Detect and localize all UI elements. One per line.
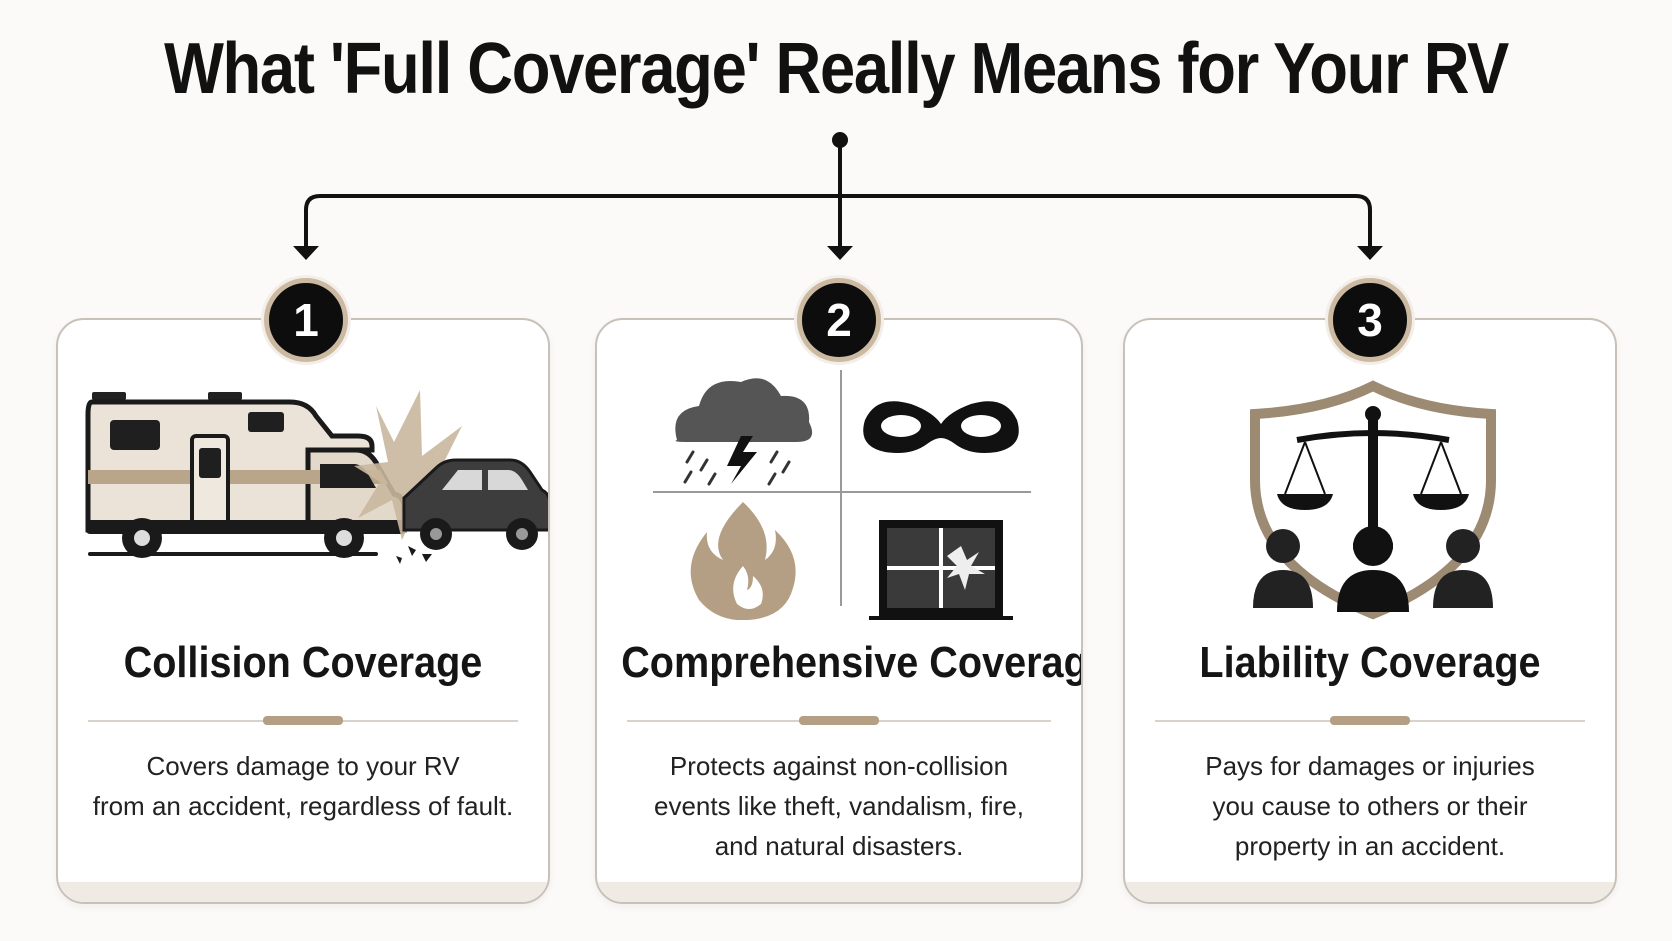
page-title: What 'Full Coverage' Really Means for Yo… bbox=[164, 29, 1509, 109]
card-title: Collision Coverage bbox=[123, 638, 483, 687]
fire-icon bbox=[690, 502, 796, 620]
collision-burst-icon bbox=[354, 390, 478, 564]
card-title: Comprehensive Coverage bbox=[621, 638, 1083, 687]
people-icon bbox=[1253, 526, 1493, 612]
divider-accent bbox=[799, 716, 879, 725]
liability-illustration bbox=[1250, 380, 1496, 620]
comprehensive-illustration bbox=[653, 370, 1031, 620]
step-badge-1: 1 bbox=[264, 278, 348, 362]
comprehensive-coverage-card: Comprehensive Coverage Protects against … bbox=[595, 318, 1083, 904]
step-badge-2: 2 bbox=[797, 278, 881, 362]
liability-coverage-card: Liability Coverage Pays for damages or i… bbox=[1123, 318, 1617, 904]
card-description: Covers damage to your RV from an acciden… bbox=[92, 751, 514, 821]
card-title: Liability Coverage bbox=[1199, 638, 1541, 687]
rv-icon bbox=[85, 392, 407, 558]
card-description: Pays for damages or injuries you cause t… bbox=[1205, 751, 1535, 861]
shield-icon bbox=[1250, 380, 1496, 620]
storm-cloud-icon bbox=[675, 378, 813, 486]
broken-window-icon bbox=[869, 520, 1013, 620]
card-description: Protects against non-collision events li… bbox=[654, 751, 1024, 861]
collision-coverage-card: Collision Coverage Covers damage to your… bbox=[56, 318, 550, 904]
step-badge-3: 3 bbox=[1328, 278, 1412, 362]
scales-of-justice-icon bbox=[1277, 406, 1469, 550]
arrow-down-icon bbox=[293, 246, 319, 260]
arrow-down-icon bbox=[827, 246, 853, 260]
divider-accent bbox=[1330, 716, 1410, 725]
thief-mask-icon bbox=[863, 401, 1019, 453]
arrow-down-icon bbox=[1357, 246, 1383, 260]
divider-accent bbox=[263, 716, 343, 725]
collision-illustration bbox=[85, 390, 548, 564]
car-icon bbox=[402, 458, 548, 550]
